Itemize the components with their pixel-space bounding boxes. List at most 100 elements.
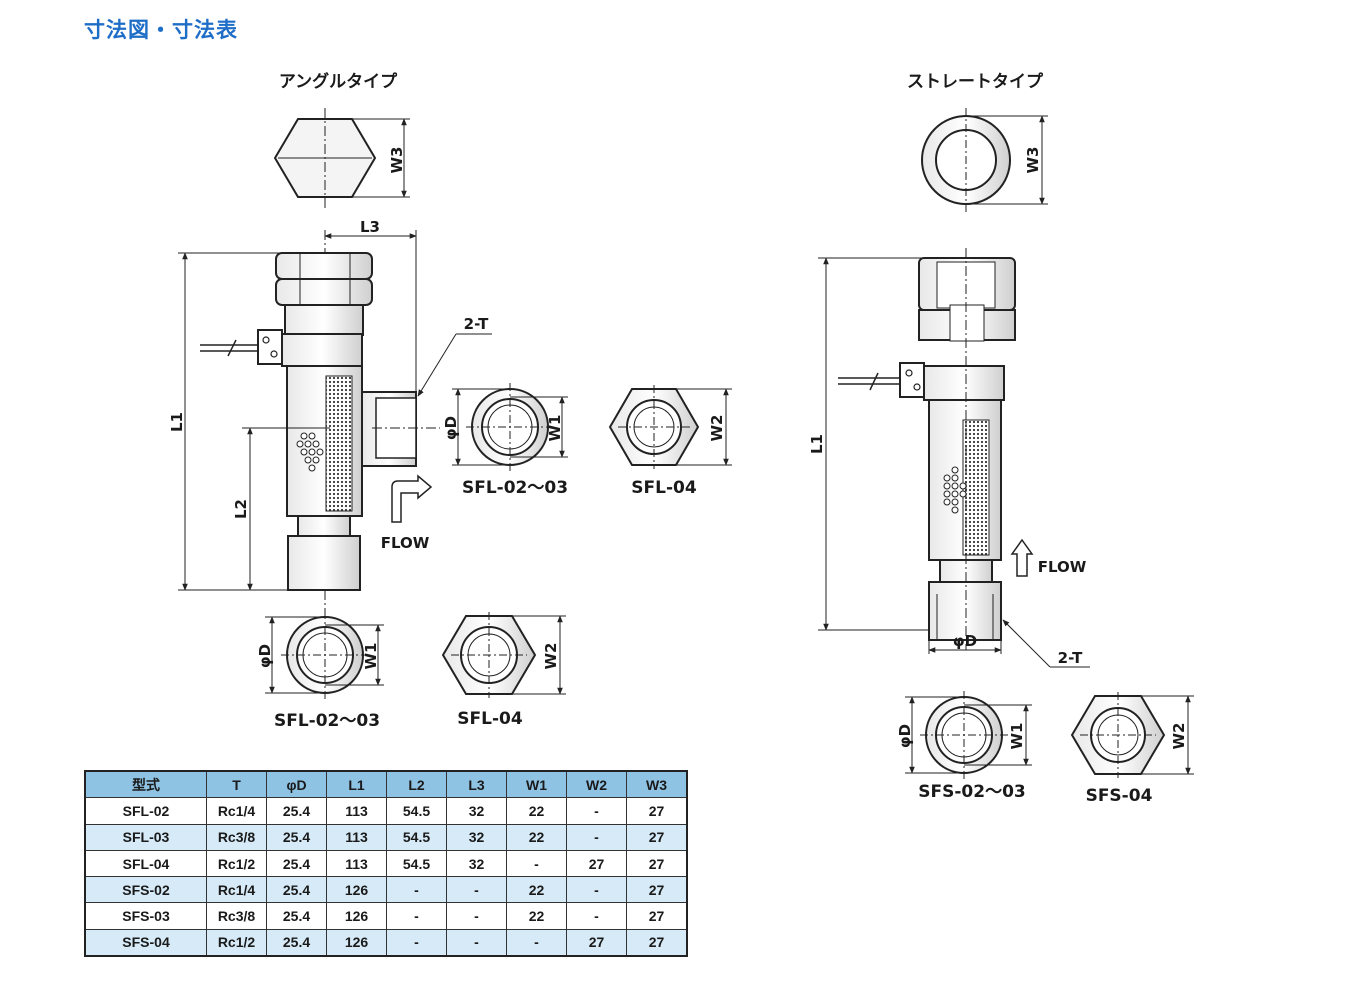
angle-side-w1-label: W1 — [546, 415, 564, 442]
straight-wire — [838, 372, 900, 391]
table-cell: 27 — [626, 849, 688, 878]
section-title: 寸法図・寸法表 — [84, 18, 238, 42]
table-cell: 27 — [626, 797, 688, 825]
table-cell: 54.5 — [386, 823, 447, 851]
table-cell: 113 — [326, 849, 387, 878]
table-cell: 113 — [326, 797, 387, 825]
angle-bottom-round-view — [265, 611, 384, 699]
table-cell: - — [386, 928, 447, 957]
table-cell: 27 — [626, 902, 688, 930]
straight-bottom-view-a-label: SFS-02～03 — [918, 782, 1025, 802]
table-cell: 27 — [626, 928, 688, 957]
angle-side-view-b-label: SFL-04 — [631, 478, 697, 498]
col-header: W3 — [626, 770, 688, 799]
angle-flow-label: FLOW — [381, 534, 430, 552]
angle-l3-label: L3 — [360, 218, 380, 236]
table-cell: 22 — [506, 902, 567, 930]
table-cell: Rc1/4 — [206, 797, 267, 825]
straight-bottom-round-view — [905, 691, 1032, 779]
angle-bottom-hex-view — [441, 612, 566, 698]
col-header: T — [206, 770, 267, 799]
angle-l2-label: L2 — [232, 499, 250, 519]
table-cell: - — [506, 849, 567, 878]
table-cell: 25.4 — [266, 876, 327, 904]
table-cell: - — [566, 797, 627, 825]
straight-heading: ストレートタイプ — [907, 71, 1044, 92]
col-header: L2 — [386, 770, 447, 799]
angle-wire — [200, 339, 258, 357]
table-header-row: 型式 T φD L1 L2 L3 W1 W2 W3 — [84, 770, 688, 799]
table-cell: SFL-02 — [84, 797, 207, 825]
straight-bottom-w2-label: W2 — [1170, 723, 1188, 750]
table-cell: 27 — [566, 849, 627, 878]
col-header: W2 — [566, 770, 627, 799]
table-cell: 27 — [626, 823, 688, 851]
straight-flow-label: FLOW — [1038, 558, 1087, 576]
table-cell: - — [386, 902, 447, 930]
angle-side-round-view — [452, 383, 568, 471]
angle-heading: アングルタイプ — [279, 71, 398, 92]
table-cell: - — [566, 823, 627, 851]
angle-side-d-label: φD — [442, 416, 460, 440]
table-cell: Rc1/2 — [206, 928, 267, 957]
table-cell: 25.4 — [266, 849, 327, 878]
table-cell: - — [566, 902, 627, 930]
table-cell: - — [566, 876, 627, 904]
straight-l1-label: L1 — [808, 434, 826, 454]
table-cell: 32 — [446, 849, 507, 878]
col-header: 型式 — [84, 770, 207, 799]
table-cell: 27 — [626, 876, 688, 904]
straight-2t-label: 2-T — [1058, 649, 1083, 667]
angle-l1-label: L1 — [168, 412, 186, 432]
angle-bottom-view-b-label: SFL-04 — [457, 709, 523, 729]
straight-d-label: φD — [953, 632, 977, 650]
straight-bottom-view-b-label: SFS-04 — [1086, 786, 1153, 806]
straight-flow-holes — [943, 466, 967, 514]
table-cell: 54.5 — [386, 849, 447, 878]
table-cell: 25.4 — [266, 823, 327, 851]
table-cell: SFS-03 — [84, 902, 207, 930]
angle-bottom-w2-label: W2 — [542, 643, 560, 670]
straight-bottom-w1-label: W1 — [1008, 723, 1026, 750]
angle-flow-arrow — [391, 474, 433, 523]
table-cell: 25.4 — [266, 928, 327, 957]
angle-bottom-d-label: φD — [256, 644, 274, 668]
table-cell: Rc1/2 — [206, 849, 267, 878]
straight-body — [899, 257, 1016, 641]
table-cell: 27 — [566, 928, 627, 957]
table-cell: - — [446, 928, 507, 957]
angle-body — [257, 252, 417, 591]
table-cell: SFS-04 — [84, 928, 207, 957]
angle-w3-label: W3 — [388, 147, 406, 174]
angle-side-w2-label: W2 — [708, 415, 726, 442]
straight-top-view — [921, 108, 1048, 212]
table-cell: 113 — [326, 823, 387, 851]
table-cell: 126 — [326, 928, 387, 957]
table-cell: - — [446, 876, 507, 904]
table-cell: Rc3/8 — [206, 823, 267, 851]
table-cell: SFL-03 — [84, 823, 207, 851]
table-cell: 126 — [326, 876, 387, 904]
angle-side-hex-view — [608, 385, 732, 469]
col-header: φD — [266, 770, 327, 799]
table-cell: - — [506, 928, 567, 957]
col-header: W1 — [506, 770, 567, 799]
table-cell: 25.4 — [266, 797, 327, 825]
table-cell: 54.5 — [386, 797, 447, 825]
straight-flow-arrow — [1010, 538, 1034, 577]
table-cell: SFS-02 — [84, 876, 207, 904]
table-cell: - — [446, 902, 507, 930]
table-cell: SFL-04 — [84, 849, 207, 878]
table-cell: 32 — [446, 797, 507, 825]
table-cell: - — [386, 876, 447, 904]
straight-bottom-d-label: φD — [896, 724, 914, 748]
col-header: L3 — [446, 770, 507, 799]
